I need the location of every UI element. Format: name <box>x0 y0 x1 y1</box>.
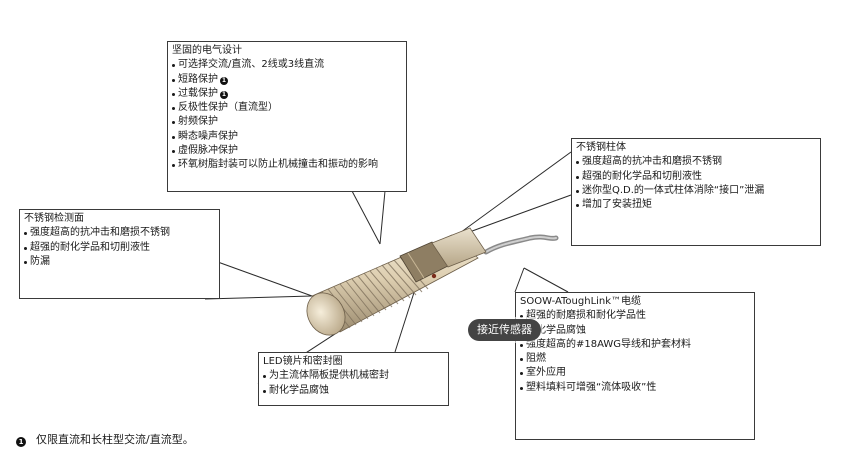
list-item: 射频保护 <box>172 115 402 129</box>
list-item: 强度超高的抗冲击和磨损不锈钢 <box>576 155 816 169</box>
sensor-body <box>306 227 487 336</box>
footnote-marker-icon: 1 <box>220 90 228 99</box>
list-item: 阻燃 <box>520 352 750 366</box>
callout-title: 不锈钢柱体 <box>576 142 626 153</box>
list-item: 强度超高的#18AWG导线和护套材料 <box>520 338 750 352</box>
proximity-sensor-tooltip: 接近传感器 <box>468 319 541 341</box>
list-item: 迷你型Q.D.的一体式柱体消除“接口”泄漏 <box>576 184 816 198</box>
list-item: 室外应用 <box>520 366 750 380</box>
footnote: 1 仅限直流和长柱型交流/直流型。 <box>16 432 194 448</box>
list-item: 为主流体隔板提供机械密封 <box>263 369 444 383</box>
list-item: 超强的耐化学品和切削液性 <box>576 170 816 184</box>
list-item: 环氧树脂封装可以防止机械撞击和振动的影响 <box>172 158 402 172</box>
callout-title: 不锈钢检测面 <box>24 213 84 224</box>
led-indicator <box>431 273 437 279</box>
list-item: 反极性保护（直流型） <box>172 101 402 115</box>
callout-title: SOOW-AToughLink™电缆 <box>520 296 642 307</box>
sensor-cable <box>483 234 559 255</box>
list-item: 耐化学品腐蚀 <box>263 384 444 398</box>
footnote-text: 仅限直流和长柱型交流/直流型。 <box>36 433 194 446</box>
sensing-face <box>306 292 346 336</box>
callout-title: 坚固的电气设计 <box>172 45 242 56</box>
stainless-sensing-face-callout: 不锈钢检测面 强度超高的抗冲击和磨损不锈钢 超强的耐化学品和切削液性 防漏 <box>19 209 220 299</box>
list-item: 瞬态噪声保护 <box>172 130 402 144</box>
stainless-barrel-callout: 不锈钢柱体 强度超高的抗冲击和磨损不锈钢 超强的耐化学品和切削液性 迷你型Q.D… <box>571 138 821 246</box>
callout-title: LED镜片和密封圈 <box>263 356 343 367</box>
cable-callout: SOOW-AToughLink™电缆 超强的耐磨损和耐化学品性 耐化学品腐蚀 强… <box>515 292 755 440</box>
list-item: 可选择交流/直流、2线或3线直流 <box>172 58 402 72</box>
rear-cap <box>431 227 487 268</box>
led-lens-seal-callout: LED镜片和密封圈 为主流体隔板提供机械密封 耐化学品腐蚀 <box>258 352 449 406</box>
list-item: 强度超高的抗冲击和磨损不锈钢 <box>24 226 215 240</box>
list-item: 超强的耐化学品和切削液性 <box>24 241 215 255</box>
list-item: 超强的耐磨损和耐化学品性 <box>520 309 750 323</box>
footnote-marker-icon: 1 <box>220 76 228 85</box>
footnote-marker-icon: 1 <box>16 437 26 447</box>
list-item: 耐化学品腐蚀 <box>520 324 750 338</box>
list-item: 虚假脉冲保护 <box>172 144 402 158</box>
list-item: 增加了安装扭矩 <box>576 198 816 212</box>
list-item: 塑料填料可增强“流体吸收”性 <box>520 381 750 395</box>
list-item: 防漏 <box>24 255 215 269</box>
